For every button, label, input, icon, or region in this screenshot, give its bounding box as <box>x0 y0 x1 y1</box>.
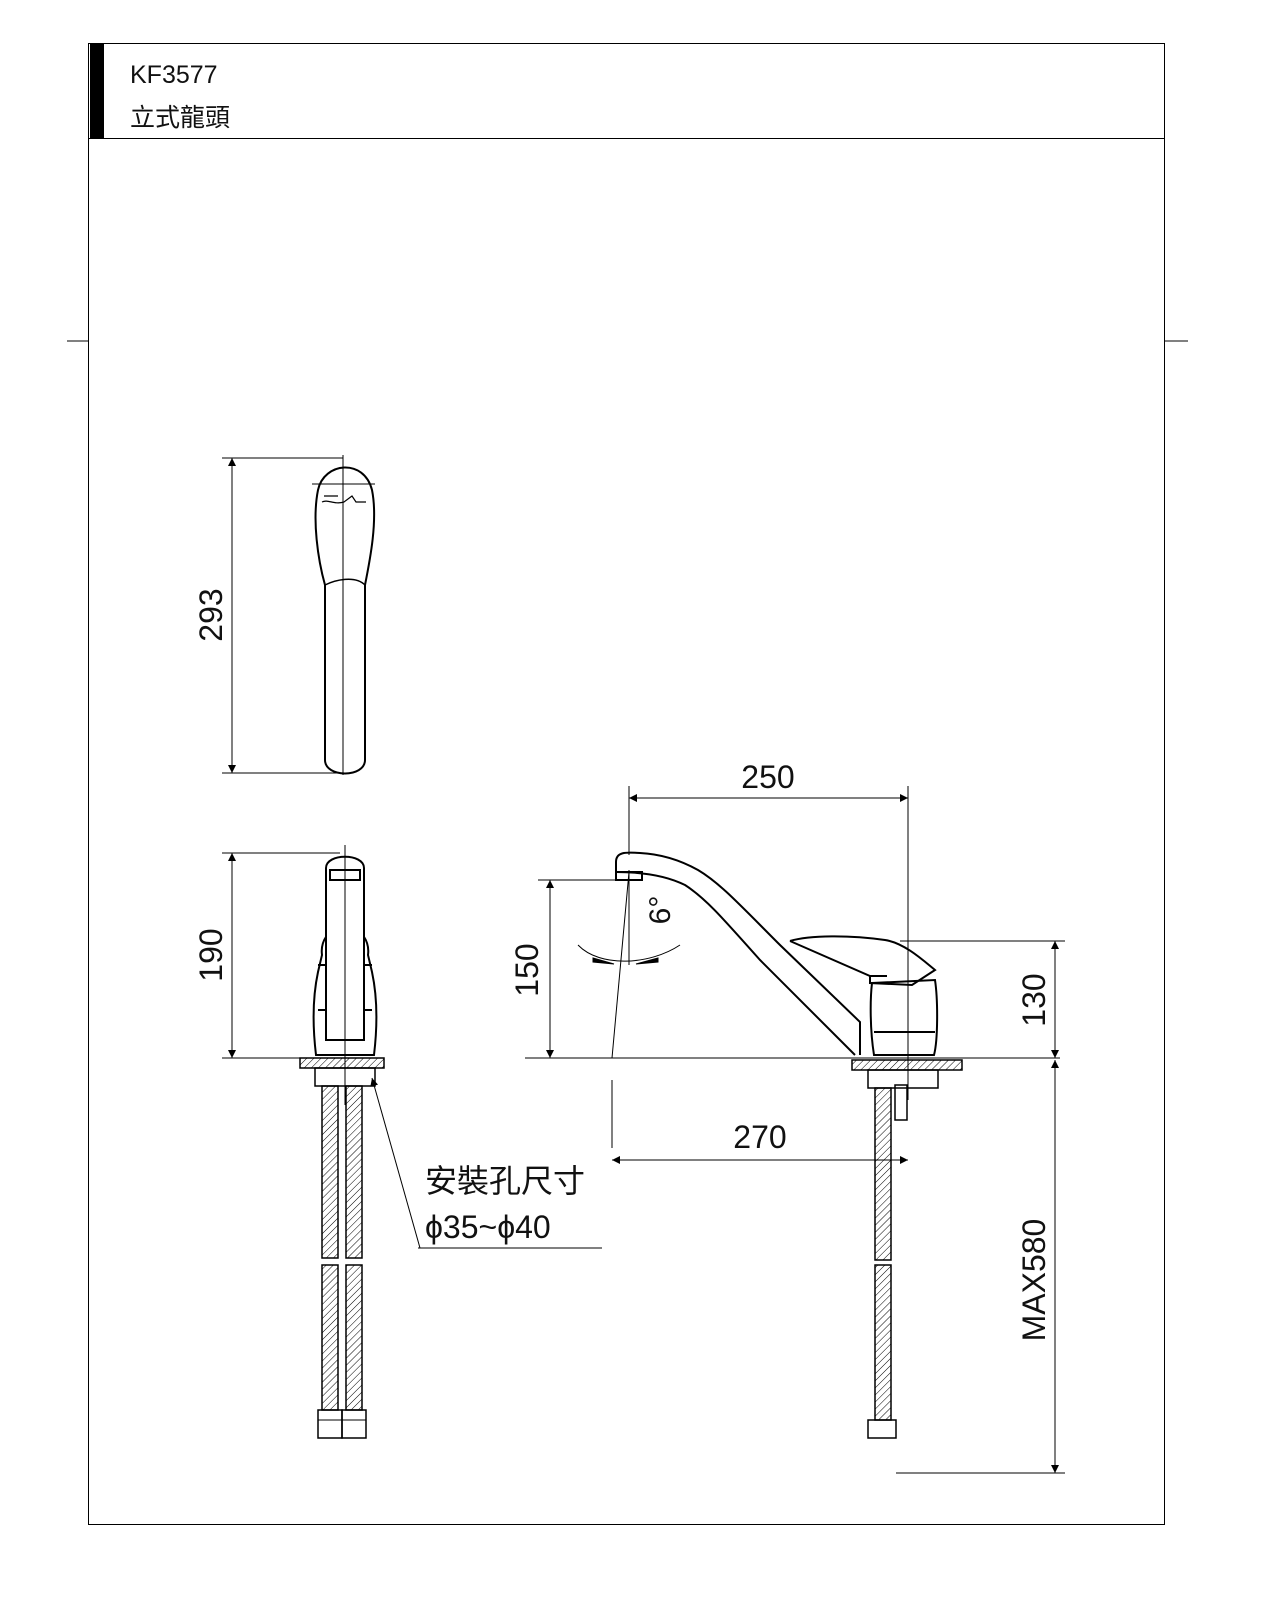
dim-293-label: 293 <box>193 588 229 641</box>
model-number: KF3577 <box>130 61 218 89</box>
angle-label: 6° <box>644 896 677 925</box>
dim-130 <box>900 940 1065 1058</box>
mounting-hole-leader <box>370 1077 602 1249</box>
drawing-frame <box>88 43 1165 1525</box>
mounting-hole-size: ϕ35~ϕ40 <box>425 1209 551 1245</box>
dim-270-label: 270 <box>733 1119 786 1155</box>
dim-130-label: 130 <box>1016 973 1052 1026</box>
dim-max580-label: MAX580 <box>1016 1219 1052 1342</box>
dim-190 <box>222 852 340 1059</box>
brand-logo <box>321 495 366 504</box>
dim-max580 <box>896 1060 1065 1474</box>
title-bar-accent <box>90 43 104 138</box>
dim-293 <box>222 457 343 774</box>
front-view-faucet <box>299 845 385 1439</box>
top-view-handle <box>312 455 376 775</box>
title-block: KF3577 立式龍頭 <box>88 43 1165 139</box>
dim-250 <box>628 786 909 920</box>
dim-190-label: 190 <box>193 928 229 981</box>
product-name: 立式龍頭 <box>130 103 231 132</box>
mounting-hole-label: 安裝孔尺寸 <box>425 1163 585 1199</box>
side-view-faucet <box>615 851 963 1439</box>
dim-250-label: 250 <box>741 759 794 795</box>
dim-150-label: 150 <box>509 943 545 996</box>
angle-6-indicator <box>577 870 681 1148</box>
dim-150 <box>538 879 620 1058</box>
